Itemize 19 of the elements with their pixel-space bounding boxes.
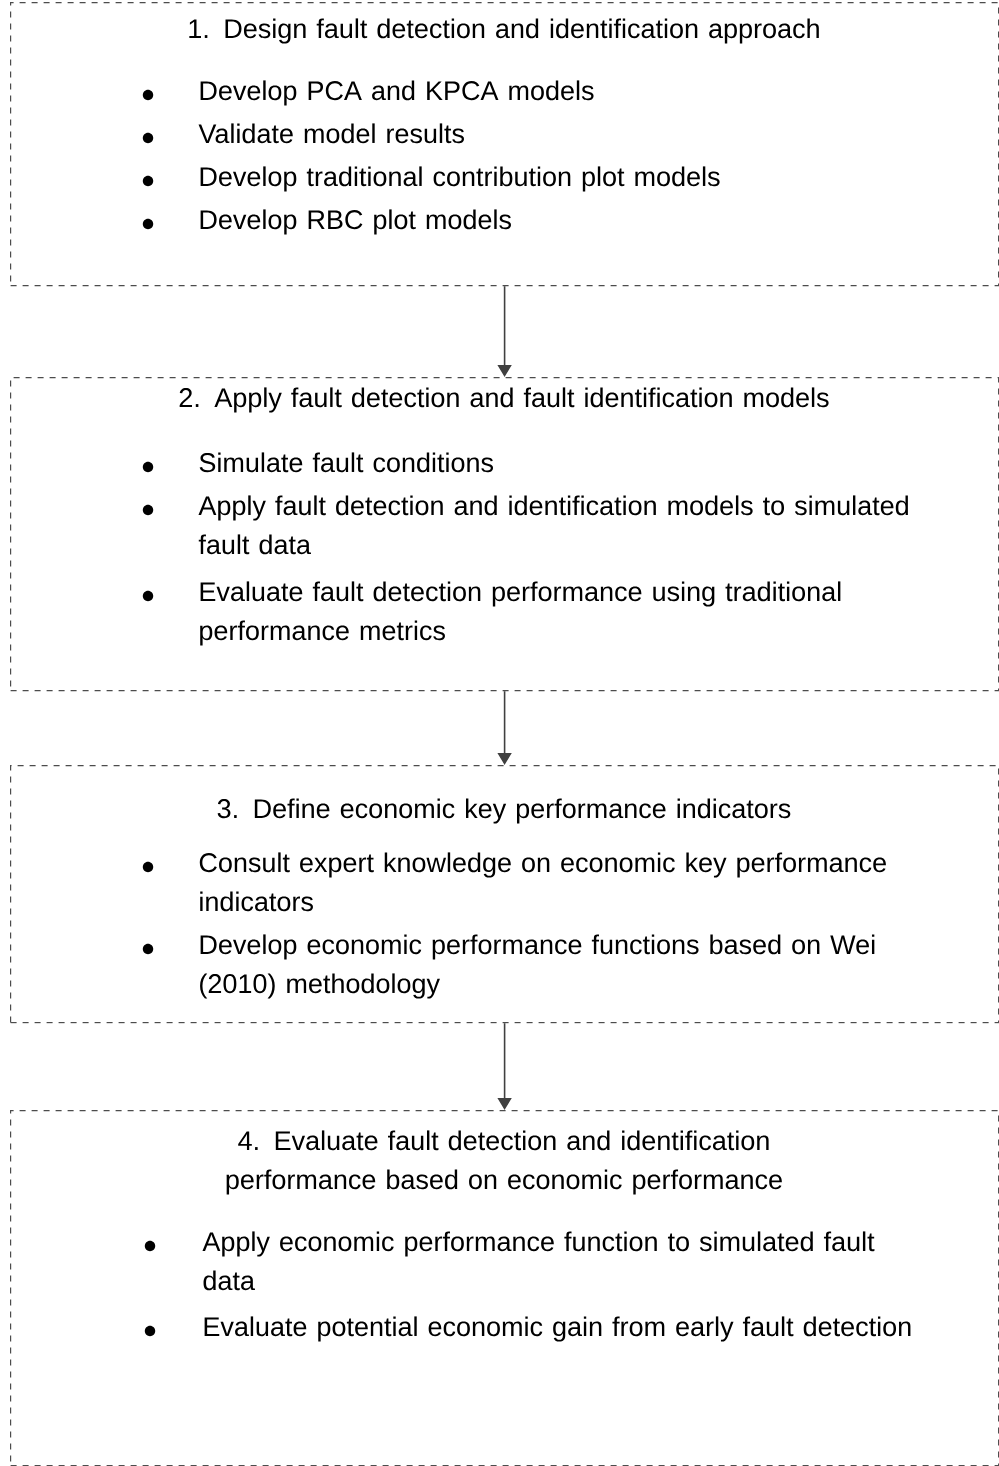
bullet-text: Develop economic performance functions based on Wei (2010) methodology: [200, 934, 875, 999]
bullet-text: Develop traditional contribution plot models: [200, 166, 720, 192]
bullet-text: Consult expert knowledge on economic key performance indicators: [199, 852, 886, 912]
bullet-text: Develop PCA and KPCA models: [200, 80, 594, 106]
heading: 4. Evaluate fault detection and identification performance based on economic performance: [226, 1130, 782, 1195]
bullet-text: Develop RBC plot models: [200, 209, 511, 235]
heading: 3. Define economic key performance indicators: [217, 798, 791, 824]
heading: 2. Apply fault detection and fault identification models: [179, 387, 829, 413]
process-box: [10, 377, 999, 692]
process-box: [10, 765, 999, 1024]
heading: 1. Design fault detection and identification approach: [189, 18, 819, 44]
bullet-text: Validate model results: [198, 123, 464, 144]
bullet-text: Evaluate potential economic gain from early fault detection: [204, 1316, 911, 1342]
bullet-text: Apply economic performance function to simulated fault data: [202, 1231, 875, 1291]
bullet-text: Apply fault detection and identification models to simulated fault data: [198, 495, 908, 555]
process-box: [10, 1110, 999, 1466]
process-box: [10, 2, 999, 287]
bullet-text: Evaluate fault detection performance using traditional performance metrics: [200, 581, 841, 646]
bullet-text: Simulate fault conditions: [199, 452, 493, 473]
